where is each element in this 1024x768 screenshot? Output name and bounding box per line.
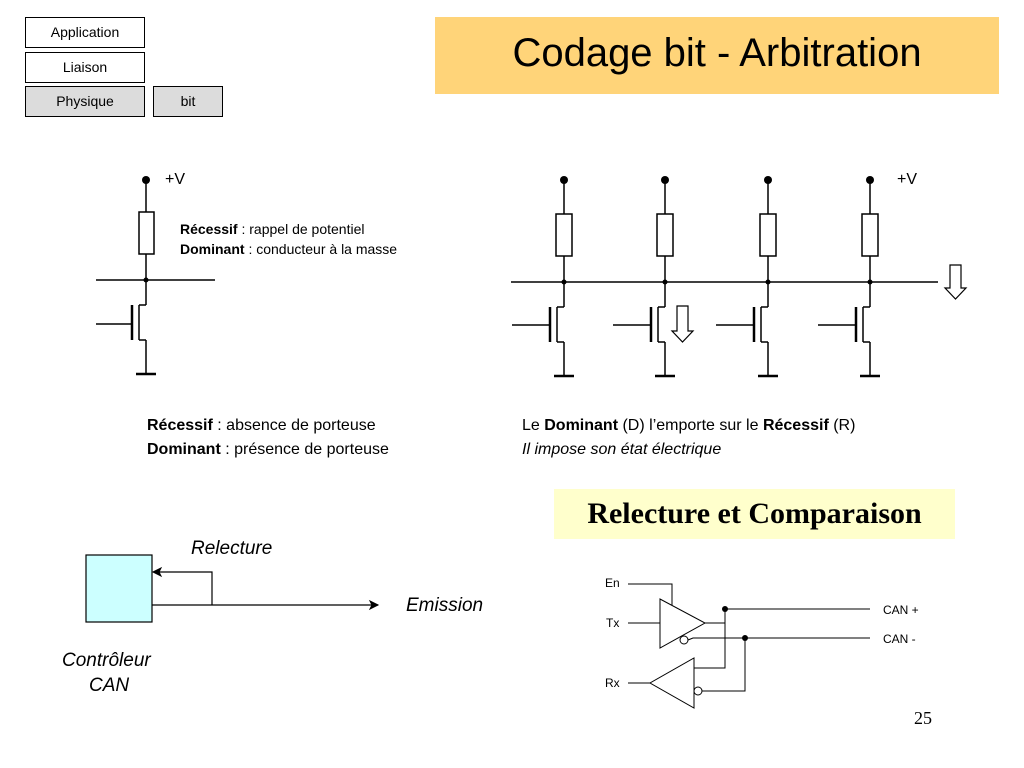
caption-right-line1: Le Dominant (D) l’emporte sur le Récessi… xyxy=(522,417,855,435)
controller-box xyxy=(85,554,153,623)
caption-right-line2: Il impose son état électrique xyxy=(522,441,722,458)
left-dominant-note: Dominant : conducteur à la masse xyxy=(180,241,397,257)
subtitle-banner: Relecture et Comparaison xyxy=(554,489,955,539)
title-banner: Codage bit - Arbitration xyxy=(435,17,999,94)
dominant-desc: : présence de porteuse xyxy=(220,441,389,458)
controller-name-line2: CAN xyxy=(89,675,130,696)
dominant-desc: : conducteur à la masse xyxy=(244,241,398,257)
controller-name-line1: Contrôleur xyxy=(62,650,151,671)
tx-label: Tx xyxy=(606,616,620,630)
caption-left-line1: Récessif : absence de porteuse xyxy=(147,417,376,435)
page-title: Codage bit - Arbitration xyxy=(512,31,922,75)
caption-middle: (D) l’emporte sur le xyxy=(618,417,763,434)
left-pullup-circuit xyxy=(96,176,215,376)
section-subtitle: Relecture et Comparaison xyxy=(587,497,922,530)
layer-bit: bit xyxy=(153,86,223,117)
recessif-term: Récessif xyxy=(147,417,213,434)
can-transceiver xyxy=(628,583,870,709)
recessif-term: Récessif xyxy=(762,417,829,434)
caption-suffix: (R) xyxy=(828,417,856,434)
recessif-desc: : absence de porteuse xyxy=(212,417,376,434)
down-arrow-icon xyxy=(670,305,695,343)
caption-left-line2: Dominant : présence de porteuse xyxy=(147,441,389,459)
dominant-term: Dominant xyxy=(147,441,221,458)
layer-liaison: Liaison xyxy=(25,52,145,83)
dominant-term: Dominant xyxy=(180,241,245,257)
en-label: En xyxy=(605,576,620,590)
recessif-term: Récessif xyxy=(180,221,238,237)
rx-label: Rx xyxy=(605,676,620,690)
can-minus-label: CAN - xyxy=(883,632,916,646)
recessif-desc: : rappel de potentiel xyxy=(237,221,365,237)
layer-physique: Physique xyxy=(25,86,145,117)
emission-label: Emission xyxy=(406,595,484,616)
can-plus-label: CAN + xyxy=(883,603,919,617)
left-recessif-note: Récessif : rappel de potentiel xyxy=(180,221,364,237)
right-supply-label: +V xyxy=(897,171,918,188)
left-supply-label: +V xyxy=(165,171,186,188)
dominant-term: Dominant xyxy=(544,417,619,434)
down-arrow-icon xyxy=(943,264,968,300)
relecture-label: Relecture xyxy=(191,538,273,559)
page-number: 25 xyxy=(914,708,932,728)
right-bus-circuit xyxy=(511,176,938,378)
layer-application: Application xyxy=(25,17,145,48)
caption-prefix: Le xyxy=(522,417,545,434)
